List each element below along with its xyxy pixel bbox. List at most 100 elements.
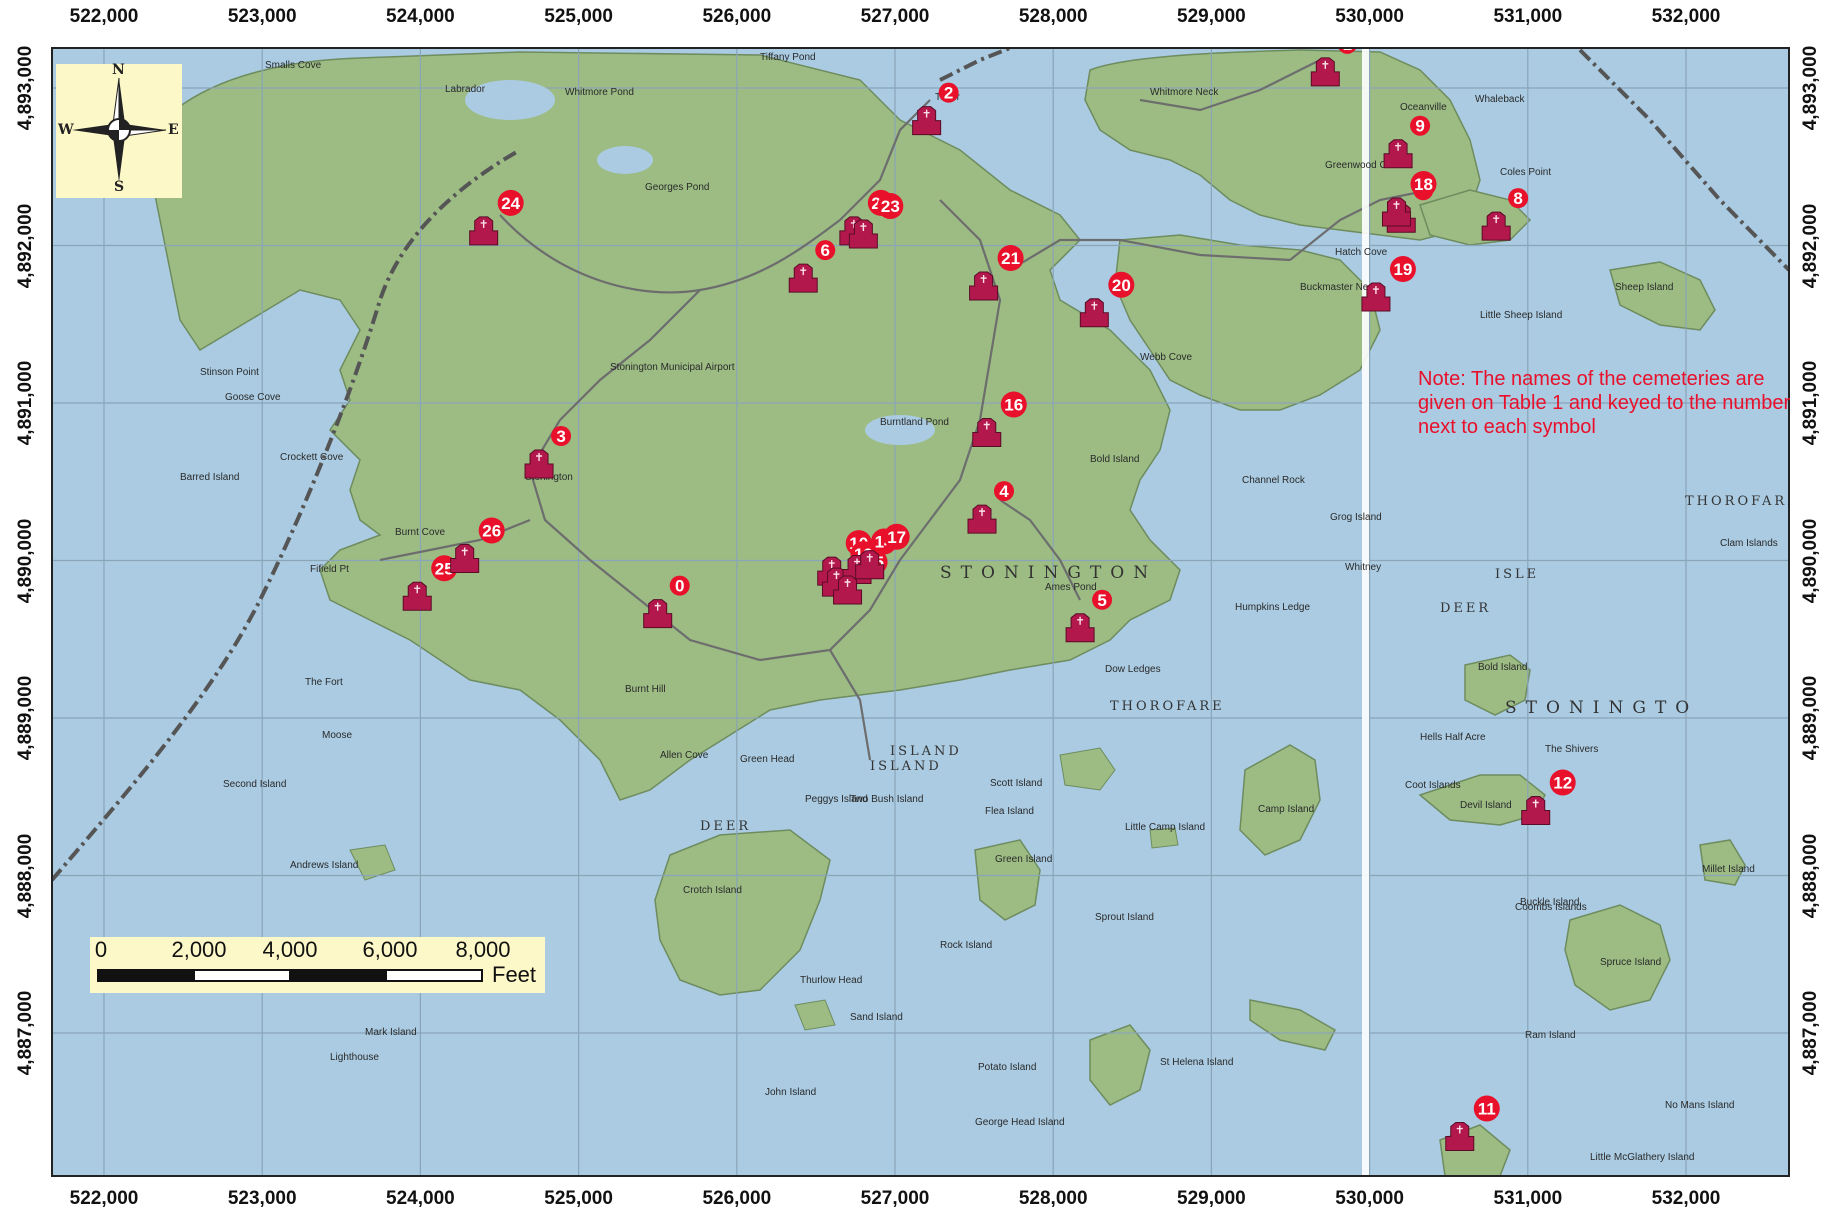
- cemetery-number-label: 3: [556, 427, 565, 446]
- northing-tick-label: 4,893,000: [1800, 45, 1821, 131]
- marker-label-badge: [1338, 48, 1357, 54]
- place-name-label: Thurlow Head: [800, 975, 862, 986]
- cemetery-marker-24[interactable]: 24: [469, 189, 524, 246]
- cross-icon: [923, 109, 930, 118]
- place-name-label: Webb Cove: [1140, 352, 1193, 363]
- place-name-label: Flea Island: [985, 806, 1034, 817]
- marker-label-badge: [1108, 271, 1135, 298]
- place-name-label: Barred Island: [180, 472, 239, 483]
- place-name-label: Georges Pond: [645, 182, 710, 193]
- compass-north-label: N: [112, 62, 125, 78]
- cemetery-marker-3[interactable]: 3: [524, 426, 572, 479]
- easting-tick-label: 525,000: [544, 6, 613, 27]
- easting-tick-label: 526,000: [702, 6, 772, 27]
- land-crotch-island: [654, 829, 831, 996]
- map-seam: [1362, 48, 1369, 1176]
- region-label: STONINGTO: [1505, 698, 1698, 718]
- place-name-label: Ames Pond: [1045, 582, 1097, 593]
- cemetery-icon: [1079, 298, 1109, 328]
- place-name-label: Second Island: [223, 779, 286, 790]
- cemetery-marker-23[interactable]: 23: [848, 193, 904, 249]
- cemetery-marker-18[interactable]: 18: [1381, 171, 1437, 227]
- marker-label-badge: [1410, 171, 1437, 197]
- land-island-small-3: [794, 999, 836, 1031]
- place-name-label: Little Camp Island: [1125, 822, 1205, 833]
- cemetery-marker-6[interactable]: 6: [788, 240, 836, 293]
- place-name-label: Little McGlathery Island: [1590, 1152, 1695, 1163]
- cemetery-icon: [1521, 796, 1551, 825]
- region-label: THOROFARE: [1685, 494, 1800, 509]
- cross-icon: [461, 547, 468, 556]
- cemetery-marker-5[interactable]: 5: [1065, 589, 1113, 643]
- cemetery-number-label: 12: [1553, 774, 1572, 793]
- place-name-label: Oceanville: [1400, 102, 1447, 113]
- cross-icon: [866, 553, 873, 562]
- scale-bar: 0 2,000 4,000 6,000 8,000 Feet: [90, 937, 545, 993]
- place-name-label: Devil Island: [1460, 800, 1512, 811]
- scale-label: 6,000: [362, 937, 418, 962]
- place-name-label: Burnt Cove: [395, 527, 445, 538]
- northing-tick-label: 4,887,000: [15, 990, 36, 1076]
- cemetery-icon: [402, 581, 432, 611]
- cemetery-marker-17[interactable]: 17: [855, 523, 910, 580]
- cemetery-marker-21[interactable]: 21: [969, 245, 1024, 301]
- cemetery-number-label: 2: [944, 84, 953, 103]
- cemetery-marker-2[interactable]: 2: [912, 82, 959, 136]
- cemetery-marker-26[interactable]: 26: [450, 517, 505, 573]
- cemetery-number-label: 4: [999, 482, 1009, 501]
- northing-tick-label: 4,892,000: [15, 203, 36, 288]
- place-name-label: Burntland Pond: [880, 417, 949, 428]
- northing-tick-label: 4,889,000: [15, 675, 36, 761]
- cemetery-number-label: 5: [1097, 591, 1106, 610]
- place-name-label: Coles Point: [1500, 167, 1551, 178]
- easting-tick-label: 527,000: [860, 1188, 930, 1209]
- place-name-label: Ram Island: [1525, 1030, 1576, 1041]
- cemetery-number-label: 20: [1112, 276, 1131, 295]
- cross-icon: [860, 223, 867, 232]
- northing-tick-label: 4,888,000: [15, 833, 36, 918]
- cemetery-icon: [1310, 57, 1340, 87]
- place-name-label: No Mans Island: [1665, 1100, 1734, 1111]
- scale-label: 0: [94, 937, 108, 962]
- place-name-label: Tiffany Pond: [760, 52, 816, 63]
- scale-bar-graphic: [97, 969, 483, 982]
- cemetery-marker-4[interactable]: 4: [967, 481, 1015, 534]
- roads: [379, 59, 1431, 761]
- cemetery-marker-20[interactable]: 20: [1079, 271, 1135, 328]
- northing-tick-label: 4,888,000: [1800, 833, 1821, 918]
- region-label: ISLE: [1495, 567, 1539, 582]
- region-label: ISLAND: [870, 759, 942, 774]
- place-name-label: George Head Island: [975, 1117, 1065, 1128]
- place-name-label: Whitmore Neck: [1150, 87, 1219, 98]
- place-name-label: Coombs Islands: [1515, 902, 1587, 913]
- place-name-label: Green Head: [740, 754, 794, 765]
- marker-label-badge: [478, 517, 505, 544]
- cross-icon: [414, 585, 421, 594]
- easting-tick-label: 528,000: [1018, 1188, 1088, 1209]
- cemetery-marker-8[interactable]: 8: [1481, 188, 1529, 241]
- land-st-helena-island: [1089, 1024, 1151, 1106]
- cemetery-marker-11[interactable]: 11: [1445, 1095, 1500, 1152]
- cemetery-number-label: 21: [1001, 249, 1020, 268]
- cemetery-number-label: 25: [435, 559, 454, 578]
- place-name-label: Crotch Island: [683, 885, 742, 896]
- land-sheep-island: [1609, 261, 1716, 331]
- cemetery-marker-0[interactable]: 0: [643, 575, 690, 629]
- cemetery-icon: [1383, 139, 1413, 169]
- place-name-label: Sprout Island: [1095, 912, 1154, 923]
- land-buckmaster-neck: [1114, 234, 1381, 411]
- cemetery-marker-16[interactable]: 16: [972, 391, 1027, 447]
- cemetery-marker-9[interactable]: 9: [1383, 115, 1431, 169]
- cemetery-marker-1[interactable]: 1: [1310, 34, 1357, 87]
- northing-tick-label: 4,891,000: [1800, 360, 1821, 446]
- place-name-label: Humpkins Ledge: [1235, 602, 1310, 613]
- cemetery-icon: [967, 504, 997, 534]
- easting-tick-label: 529,000: [1177, 1188, 1246, 1209]
- place-name-label: Sand Island: [850, 1012, 903, 1023]
- compass-south-label: S: [114, 179, 125, 195]
- place-name-label: Spruce Island: [1600, 957, 1661, 968]
- cemetery-marker-12[interactable]: 12: [1521, 769, 1576, 825]
- cemetery-marker-19[interactable]: 19: [1361, 256, 1416, 312]
- place-name-label: Sheep Island: [1615, 282, 1673, 293]
